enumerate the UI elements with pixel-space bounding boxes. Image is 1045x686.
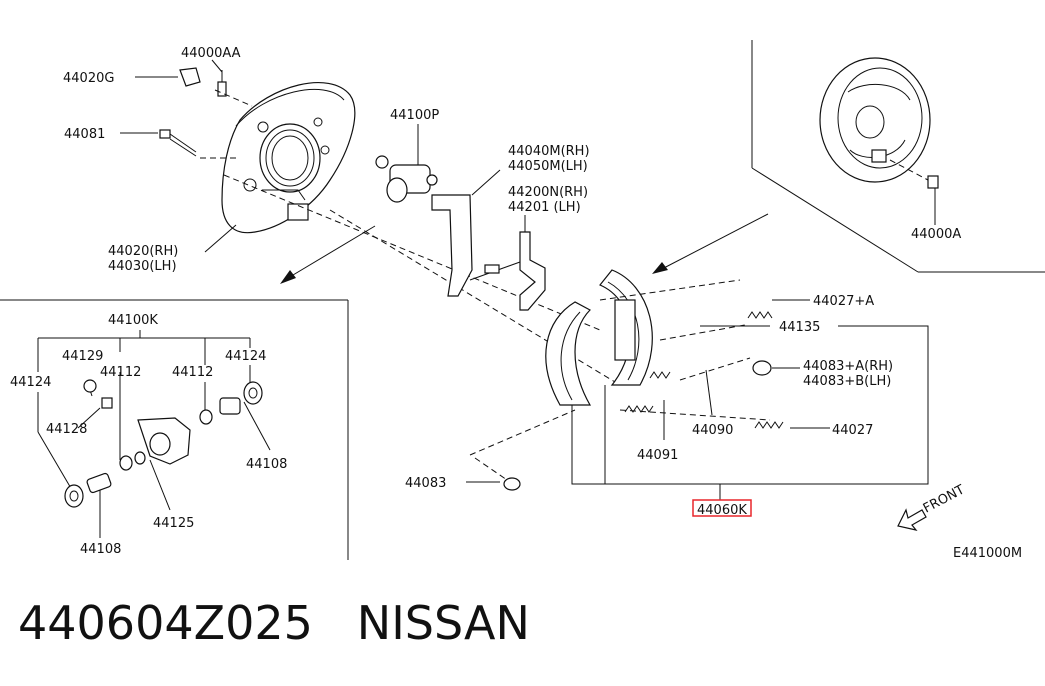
arrow-right: [652, 213, 769, 274]
inset-cylinder-box: [0, 299, 349, 560]
label-44091: 44091: [637, 448, 678, 463]
label-44100K: 44100K: [108, 313, 158, 328]
spring-44083AB: [752, 360, 772, 376]
inset-drum-box: [751, 40, 1045, 273]
spring-44027A: [747, 311, 773, 319]
spring-44027: [754, 421, 784, 429]
front-arrow-icon: [897, 508, 927, 531]
label-44000AA: 44000AA: [181, 46, 241, 61]
label-44083AB-lh: 44083+B(LH): [803, 374, 891, 389]
highlight-box: [692, 499, 752, 517]
label-44100P: 44100P: [390, 108, 439, 123]
label-44128: 44128: [46, 422, 87, 437]
label-44027: 44027: [832, 423, 873, 438]
backing-plate: [221, 81, 356, 234]
pin-44083: [503, 477, 521, 491]
label-44050M: 44050M(LH): [508, 159, 588, 174]
spring-44091: [624, 405, 654, 413]
label-front: FRONT: [921, 482, 967, 516]
label-44124-right: 44124: [225, 349, 266, 364]
label-44108-left: 44108: [80, 542, 121, 557]
bolt-44081: [159, 129, 197, 157]
label-44020G: 44020G: [63, 71, 114, 86]
arrow-left: [280, 225, 376, 284]
label-44030: 44030(LH): [108, 259, 177, 274]
label-44090: 44090: [692, 423, 733, 438]
label-44124-left: 44124: [10, 375, 51, 390]
label-44135: 44135: [779, 320, 820, 335]
label-44083: 44083: [405, 476, 446, 491]
brake-shoe-left: [545, 301, 592, 406]
label-44112-left: 44112: [100, 365, 141, 380]
label-44000A: 44000A: [911, 227, 961, 242]
label-44027A: 44027+A: [813, 294, 874, 309]
label-44200N: 44200N(RH): [508, 185, 588, 200]
diagram-code: E441000M: [953, 546, 1022, 561]
cap-44020G: [179, 67, 201, 87]
label-44040M: 44040M(RH): [508, 144, 590, 159]
parking-lever: [431, 194, 473, 297]
label-44083AB-rh: 44083+A(RH): [803, 359, 893, 374]
label-44112-right: 44112: [172, 365, 213, 380]
label-44125: 44125: [153, 516, 194, 531]
part-number-caption: 440604Z025 NISSAN: [18, 596, 530, 650]
adjuster-strut: [469, 231, 546, 311]
spring-44090: [649, 371, 671, 379]
wheel-cylinder: [375, 155, 438, 203]
label-44081: 44081: [64, 127, 105, 142]
label-44020: 44020(RH): [108, 244, 178, 259]
label-44129: 44129: [62, 349, 103, 364]
label-44201: 44201 (LH): [508, 200, 581, 215]
label-44108-right: 44108: [246, 457, 287, 472]
label-44060K: 44060K: [697, 503, 747, 518]
brake-shoe-right: [599, 269, 653, 386]
